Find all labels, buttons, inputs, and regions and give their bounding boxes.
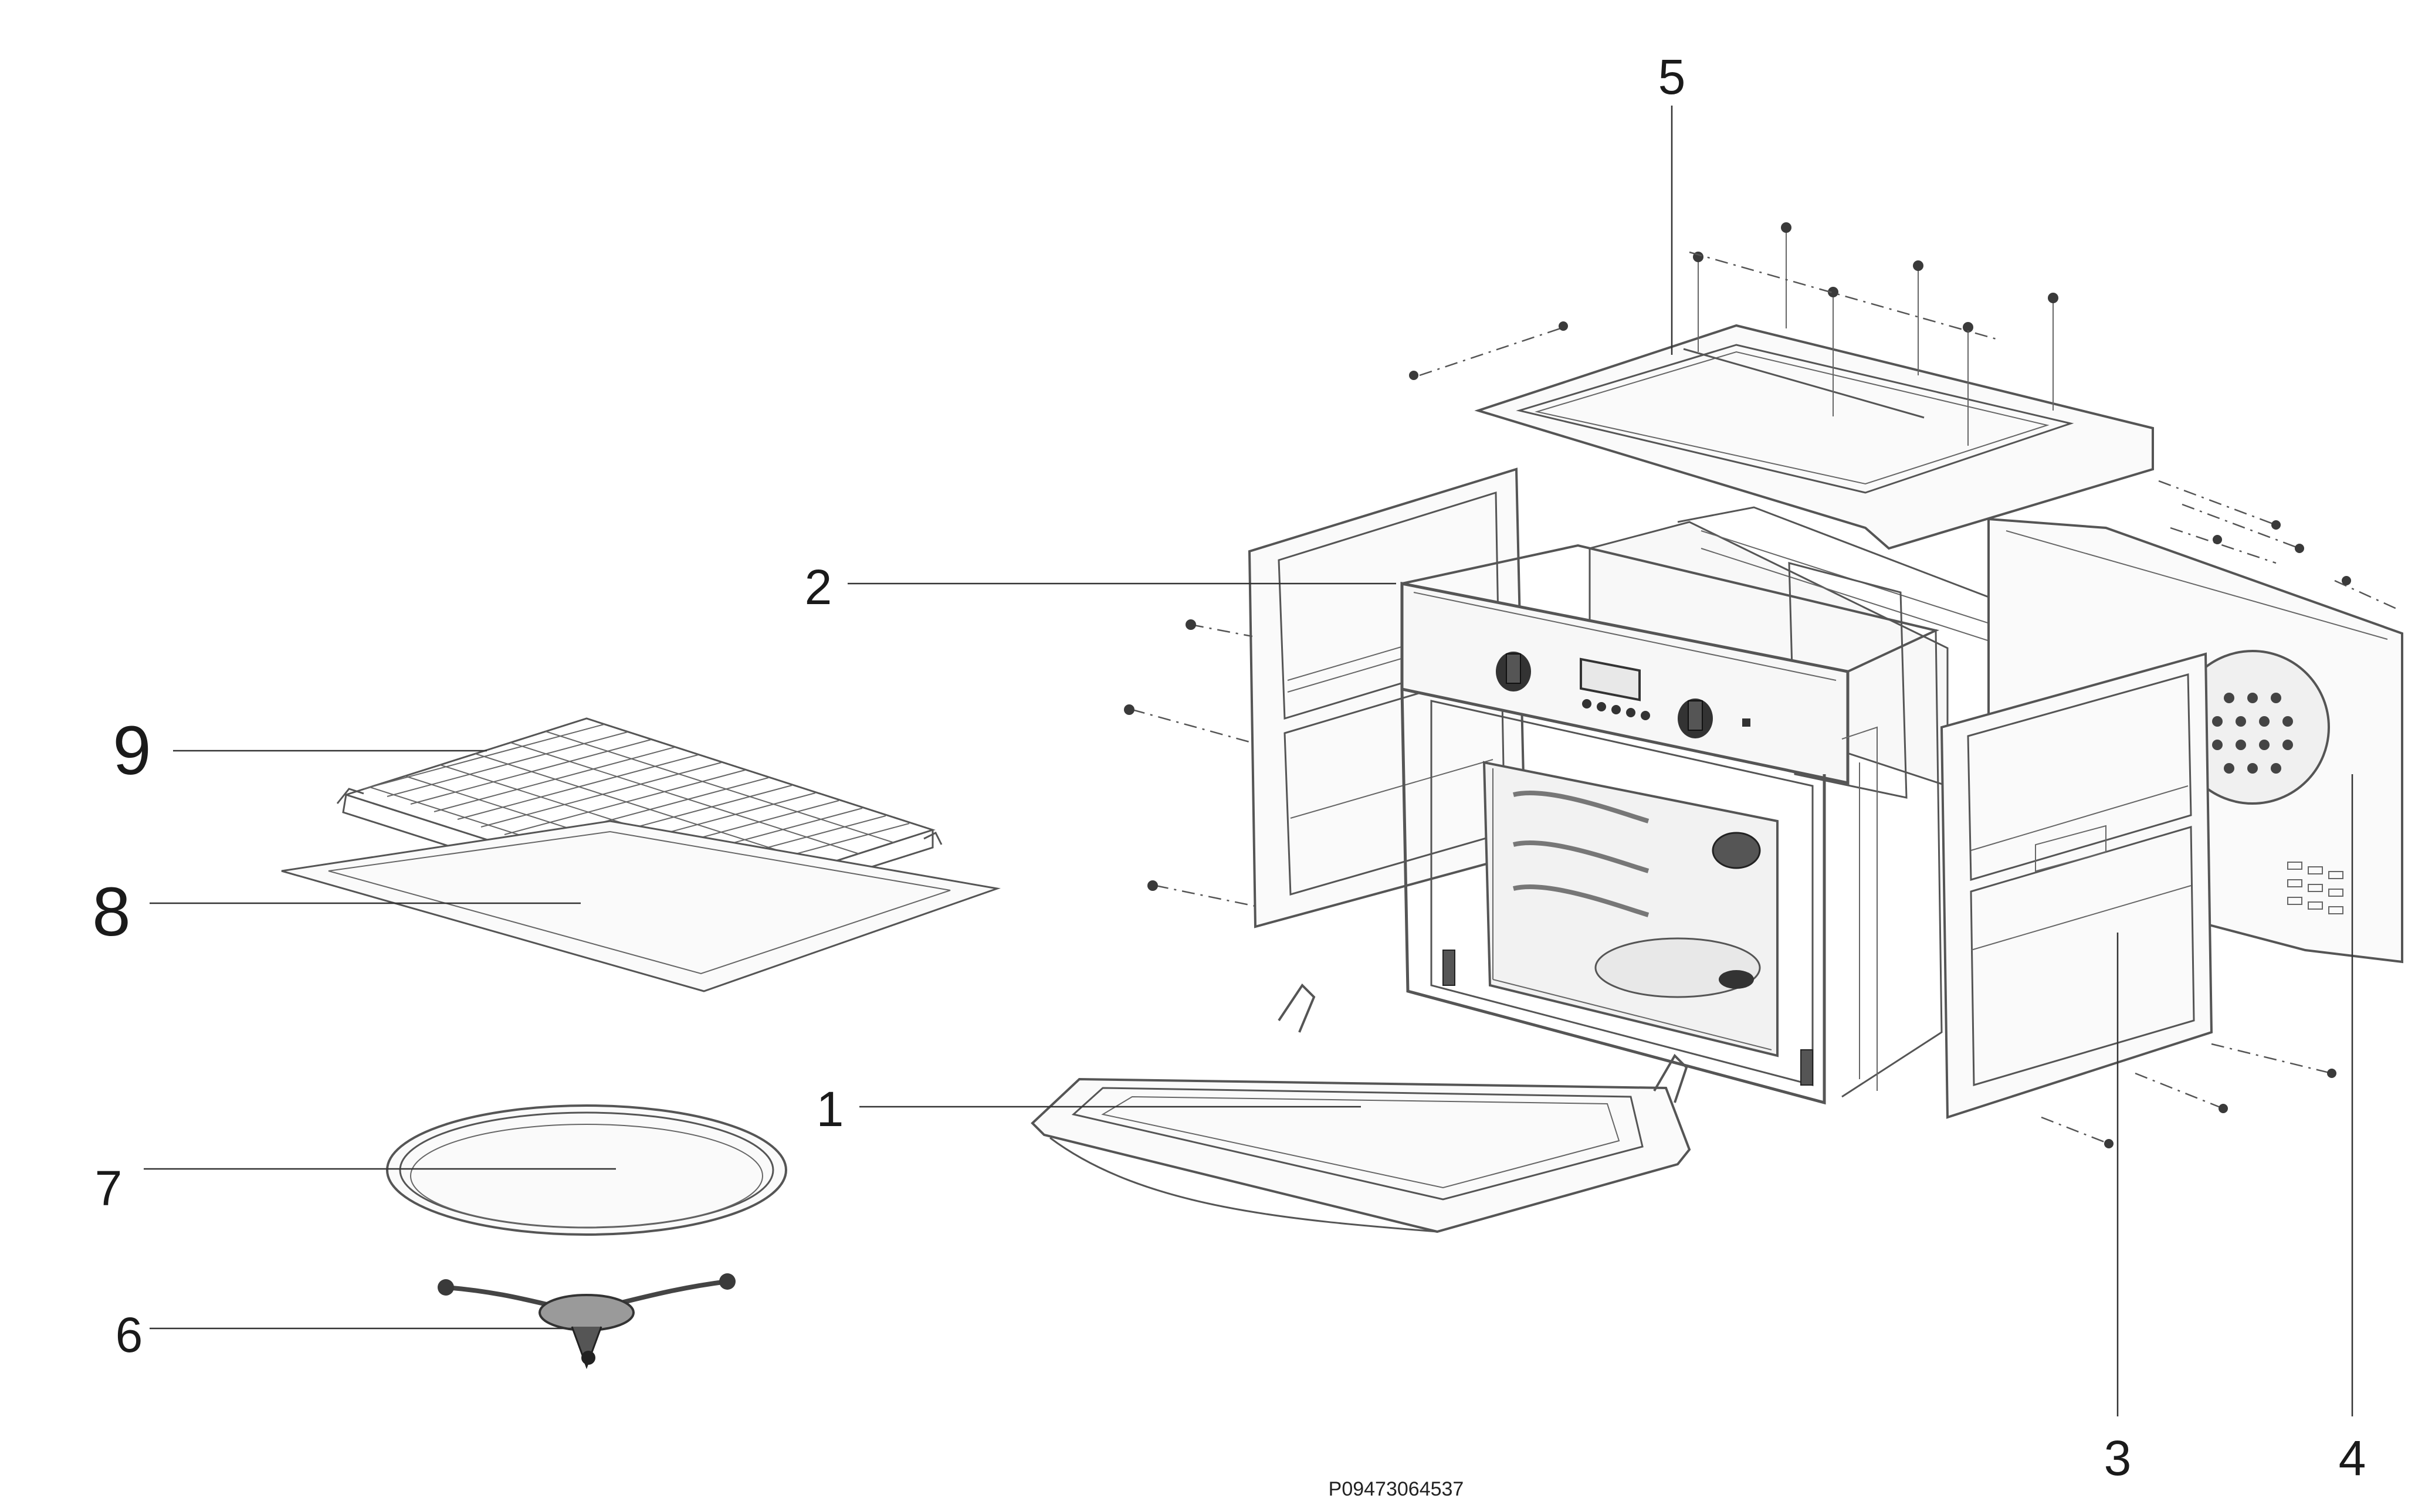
right-control-knob xyxy=(1678,699,1713,738)
oven-door xyxy=(1031,983,1691,1233)
callout-labels: 5 2 9 8 1 7 6 3 4 xyxy=(92,49,2366,1486)
turntable-plate xyxy=(386,1104,787,1236)
top-screws xyxy=(1409,222,2058,446)
callout-6: 6 xyxy=(116,1307,143,1362)
control-buttons xyxy=(1582,699,1650,720)
callout-2: 2 xyxy=(805,560,832,615)
roller-support xyxy=(438,1273,736,1369)
callout-1: 1 xyxy=(817,1082,844,1137)
top-cover xyxy=(1409,222,2154,550)
drawing-code: P09473064537 xyxy=(1329,1478,1464,1500)
display-window xyxy=(1580,657,1641,701)
leader-lines xyxy=(144,106,2353,1416)
left-control-knob xyxy=(1496,652,1531,691)
callout-5: 5 xyxy=(1658,49,1686,104)
oven-body xyxy=(1400,544,1943,1105)
callout-8: 8 xyxy=(92,873,131,951)
left-panel-screws xyxy=(1124,619,1256,907)
right-side-panel xyxy=(1940,652,2336,1148)
callout-9: 9 xyxy=(113,712,151,789)
back-panel-screws xyxy=(2158,480,2400,611)
callout-7: 7 xyxy=(95,1161,123,1216)
callout-3: 3 xyxy=(2104,1430,2132,1486)
callout-4: 4 xyxy=(2339,1430,2366,1486)
wire-rack xyxy=(336,717,943,925)
baking-tray xyxy=(281,820,1001,992)
right-panel-screws xyxy=(2041,1043,2336,1148)
